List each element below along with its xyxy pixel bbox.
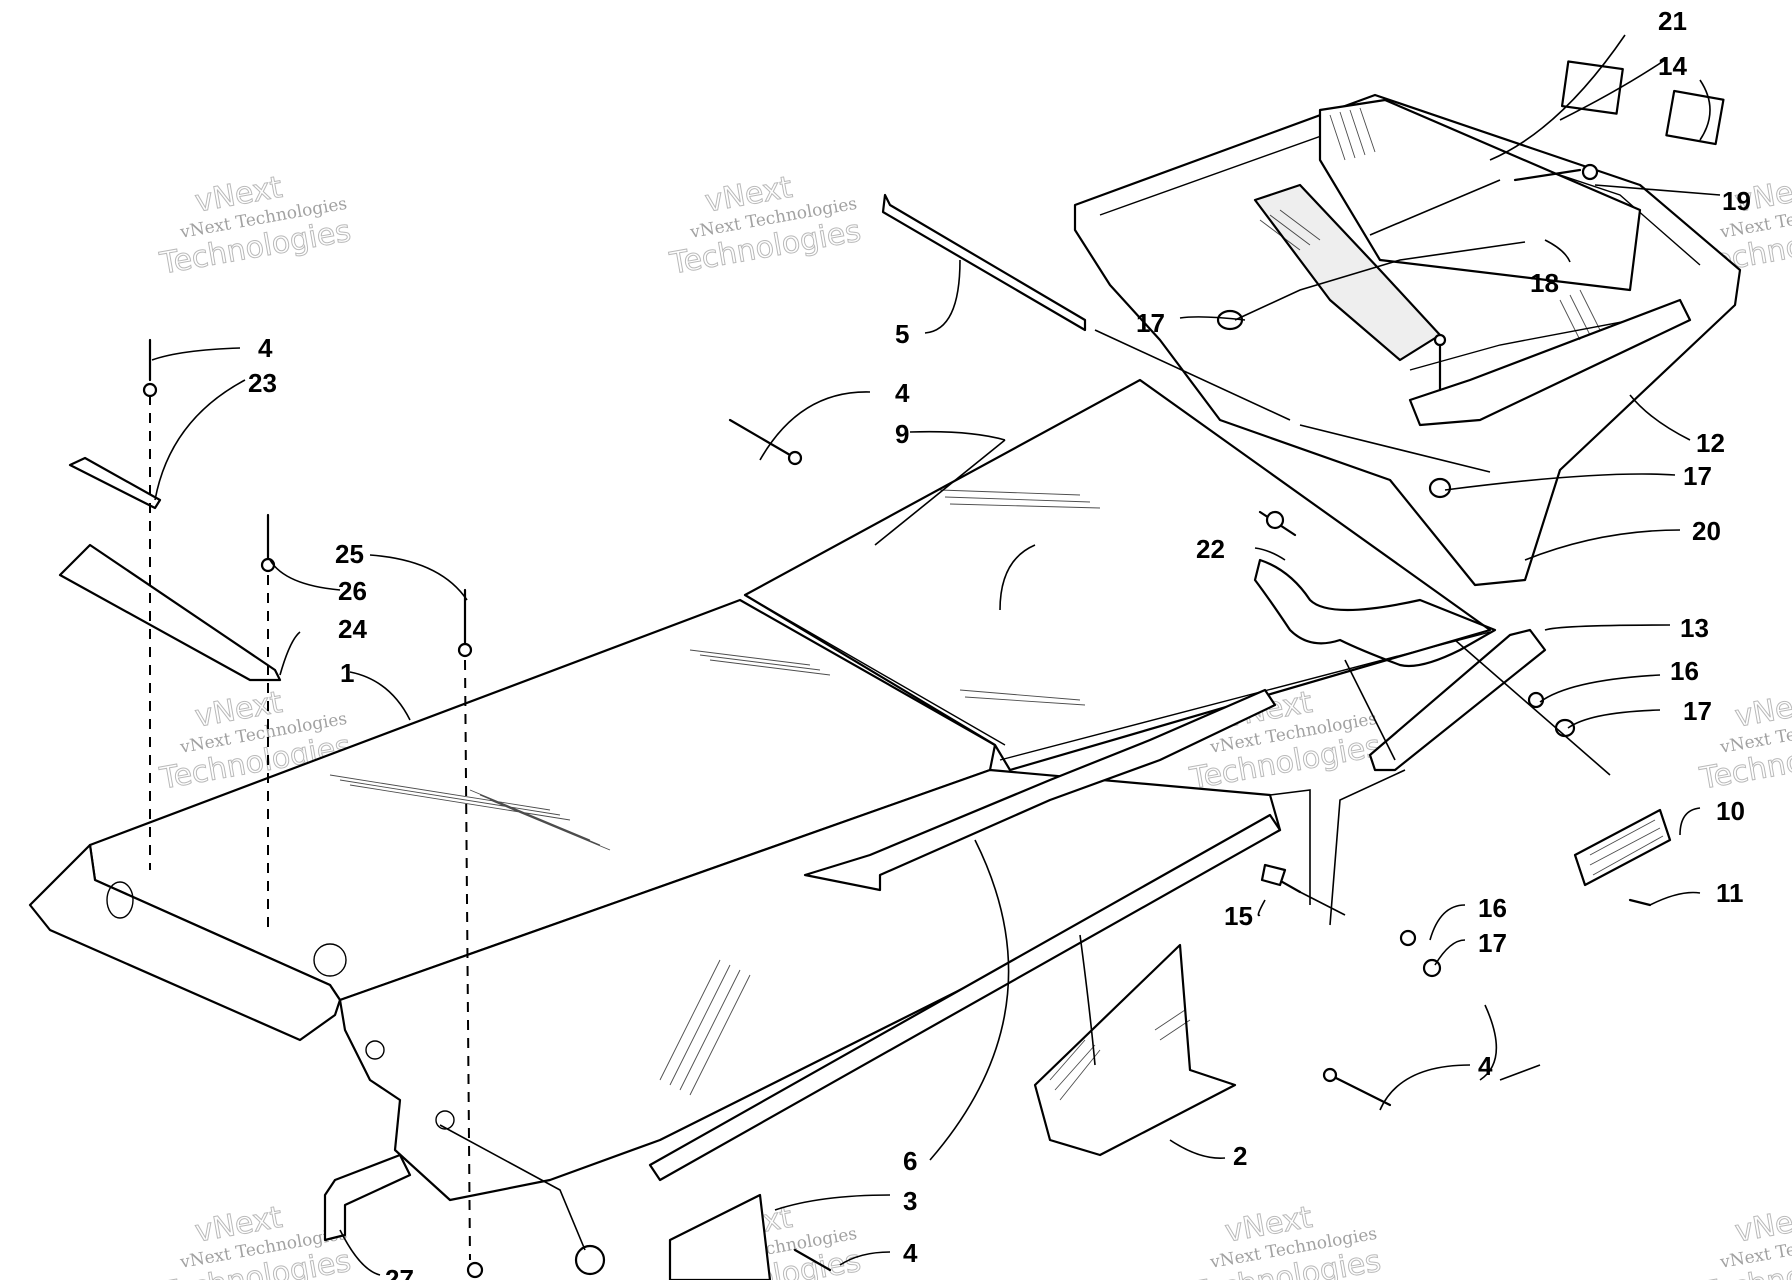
label-22: 22 bbox=[1196, 534, 1225, 564]
centerlines bbox=[149, 395, 471, 1261]
part-5-strip bbox=[881, 193, 1087, 332]
label-23: 23 bbox=[248, 368, 277, 398]
part-27-channel bbox=[323, 1153, 412, 1242]
label-9: 9 bbox=[895, 419, 909, 449]
label-11: 11 bbox=[1716, 878, 1744, 908]
label-4c: 4 bbox=[1478, 1051, 1493, 1081]
label-16a: 16 bbox=[1670, 656, 1699, 686]
label-20: 20 bbox=[1692, 516, 1721, 546]
label-13: 13 bbox=[1680, 613, 1709, 643]
label-15: 15 bbox=[1224, 901, 1253, 931]
part-labels: 1 2 3 4 4 4 4 4 5 6 9 10 11 12 13 14 15 … bbox=[248, 6, 1751, 1280]
label-17d: 17 bbox=[1478, 928, 1507, 958]
label-10: 10 bbox=[1716, 796, 1745, 826]
label-17a: 17 bbox=[1136, 308, 1165, 338]
label-16b: 16 bbox=[1478, 893, 1507, 923]
label-1: 1 bbox=[340, 658, 354, 688]
label-18: 18 bbox=[1530, 268, 1559, 298]
label-3: 3 bbox=[903, 1186, 917, 1216]
label-21: 21 bbox=[1658, 6, 1687, 36]
part-13-bar bbox=[1368, 628, 1547, 772]
label-19: 19 bbox=[1722, 186, 1751, 216]
label-5: 5 bbox=[895, 319, 909, 349]
leaders bbox=[151, 34, 1721, 1276]
part-23-strap bbox=[68, 456, 162, 510]
label-12: 12 bbox=[1696, 428, 1725, 458]
label-24: 24 bbox=[338, 614, 367, 644]
label-25: 25 bbox=[335, 539, 364, 569]
label-2: 2 bbox=[1233, 1141, 1247, 1171]
label-4d: 4 bbox=[903, 1238, 918, 1268]
rear-bumper-assembly bbox=[1073, 60, 1742, 587]
part-24-angle bbox=[58, 543, 282, 682]
label-14: 14 bbox=[1658, 51, 1687, 81]
label-6: 6 bbox=[903, 1146, 917, 1176]
tunnel-assembly bbox=[28, 378, 1497, 1202]
label-27: 27 bbox=[385, 1264, 414, 1280]
label-4b: 4 bbox=[895, 378, 910, 408]
part-3-plate bbox=[668, 1193, 772, 1280]
part-2-bracket bbox=[1033, 943, 1237, 1157]
label-17c: 17 bbox=[1683, 696, 1712, 726]
label-4a: 4 bbox=[258, 333, 273, 363]
fasteners bbox=[466, 309, 1576, 1279]
label-26: 26 bbox=[338, 576, 367, 606]
label-17b: 17 bbox=[1683, 461, 1712, 491]
